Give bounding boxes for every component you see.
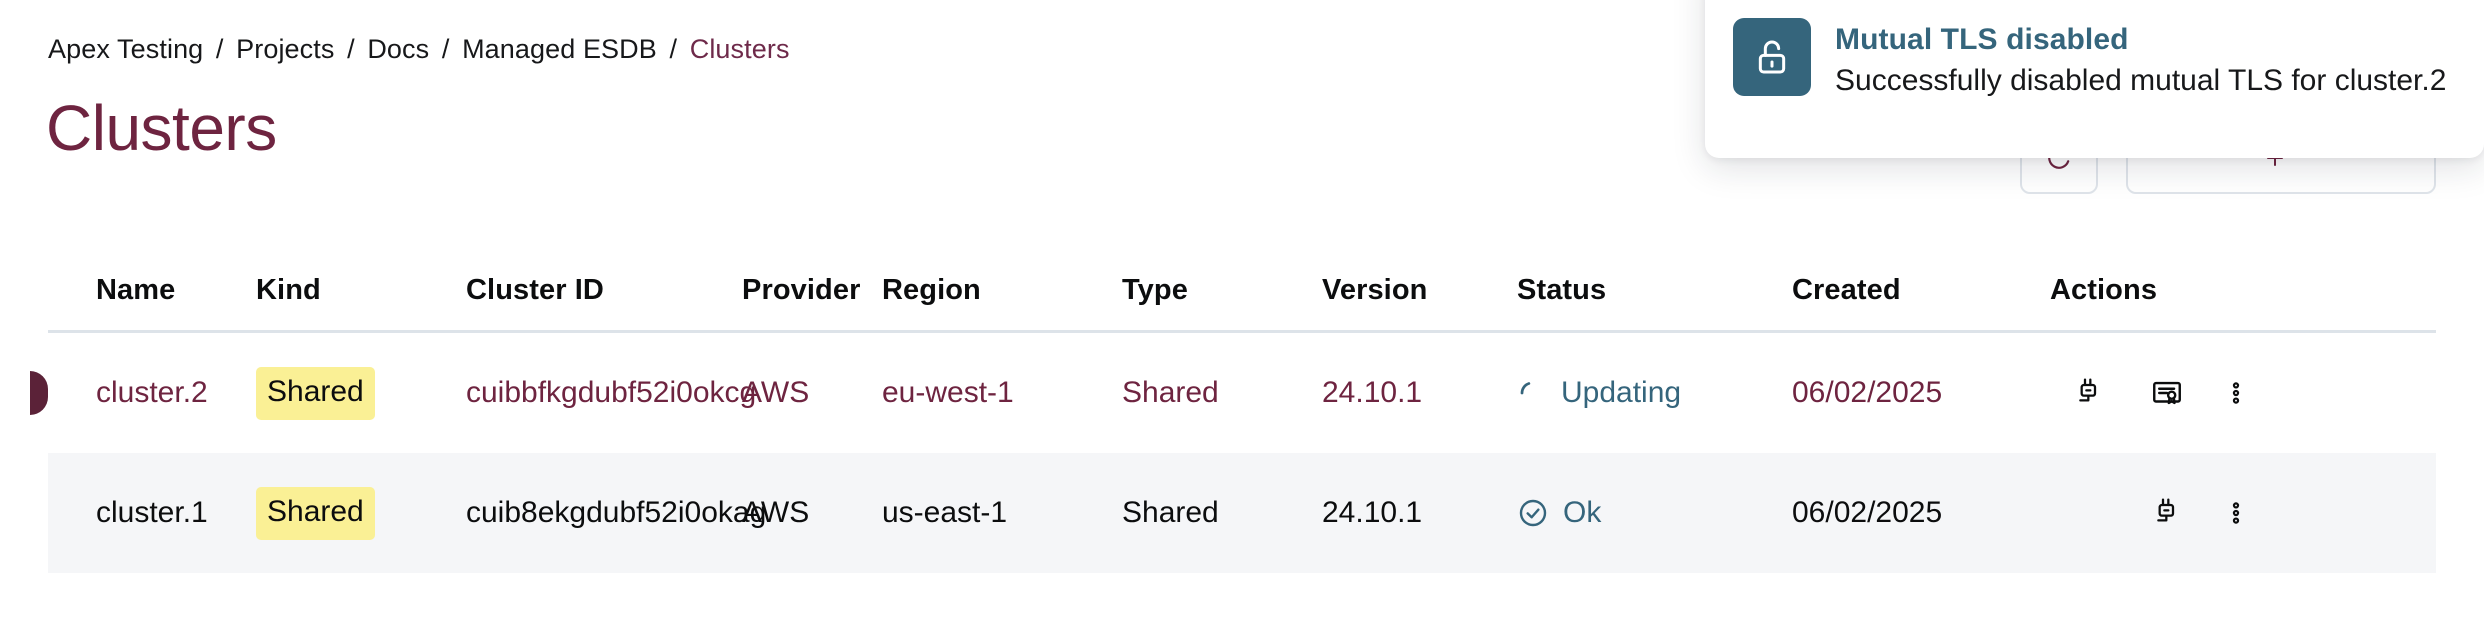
cell-kind: Shared <box>256 486 466 540</box>
breadcrumb-item-clusters[interactable]: Clusters <box>689 34 790 64</box>
connect-plug-button[interactable] <box>2050 363 2128 423</box>
breadcrumb-separator: / <box>669 34 678 64</box>
cell-type: Shared <box>1122 496 1219 529</box>
connect-plug-button[interactable] <box>2128 483 2206 543</box>
cell-created: 06/02/2025 <box>1792 376 1943 409</box>
kebab-menu-icon <box>2232 382 2240 404</box>
table-row[interactable]: cluster.2 Shared cuibbfkgdubf52i0okcg AW… <box>30 333 2436 453</box>
column-header-actions: Actions <box>2050 273 2158 306</box>
cell-status: Ok <box>1517 496 1792 530</box>
column-header-status[interactable]: Status <box>1517 273 1607 306</box>
breadcrumb-item-managed-esdb[interactable]: Managed ESDB <box>462 34 657 64</box>
actions-spacer <box>2050 483 2128 543</box>
breadcrumb-item-projects[interactable]: Projects <box>236 34 335 64</box>
cell-type: Shared <box>1122 376 1219 409</box>
cell-version: 24.10.1 <box>1322 376 1423 409</box>
toast-title: Mutual TLS disabled <box>1835 23 2129 56</box>
kebab-menu-icon <box>2232 502 2240 524</box>
column-header-name[interactable]: Name <box>96 273 176 306</box>
toast-text: Mutual TLS disabled Successfully disable… <box>1835 18 2446 102</box>
cell-status: Updating <box>1517 376 1792 410</box>
breadcrumb-separator: / <box>441 34 450 64</box>
plug-icon <box>2157 498 2175 522</box>
row-selected-marker <box>30 371 48 415</box>
column-header-region[interactable]: Region <box>882 273 981 306</box>
table-header-row: Name Kind Cluster ID Provider Region Typ… <box>48 250 2436 333</box>
clusters-table: Name Kind Cluster ID Provider Region Typ… <box>30 250 2436 573</box>
check-circle-icon <box>1517 497 1549 529</box>
kind-badge: Shared <box>256 366 375 420</box>
certificate-icon <box>2153 381 2181 405</box>
column-header-provider[interactable]: Provider <box>742 273 861 306</box>
cell-version: 24.10.1 <box>1322 496 1423 529</box>
cell-provider: AWS <box>742 376 810 409</box>
cell-actions <box>2050 483 2300 543</box>
cell-created: 06/02/2025 <box>1792 496 1943 529</box>
page-title: Clusters <box>46 92 277 164</box>
breadcrumb-separator: / <box>215 34 224 64</box>
breadcrumb-separator: / <box>347 34 355 64</box>
status-label: Ok <box>1563 496 1602 529</box>
cell-kind: Shared <box>256 366 466 420</box>
breadcrumb: Apex Testing / Projects / Docs / Managed… <box>48 32 790 66</box>
cell-name[interactable]: cluster.1 <box>96 496 208 529</box>
certificate-button[interactable] <box>2128 363 2206 423</box>
cell-actions <box>2050 363 2300 423</box>
cell-cluster-id[interactable]: cuibbfkgdubf52i0okcg <box>466 376 757 409</box>
column-header-created[interactable]: Created <box>1792 273 1901 306</box>
column-header-version[interactable]: Version <box>1322 273 1428 306</box>
breadcrumb-item-docs[interactable]: Docs <box>367 34 430 64</box>
cell-region: us-east-1 <box>882 496 1008 529</box>
column-header-kind[interactable]: Kind <box>256 273 321 306</box>
row-menu-button[interactable] <box>2206 363 2266 423</box>
breadcrumb-item-apex-testing[interactable]: Apex Testing <box>48 34 204 64</box>
column-header-cluster-id[interactable]: Cluster ID <box>466 273 604 306</box>
toast-message: Successfully disabled mutual TLS for clu… <box>1835 64 2447 97</box>
status-label: Updating <box>1561 376 1682 409</box>
cell-region: eu-west-1 <box>882 376 1014 409</box>
spinner-icon <box>1517 378 1547 408</box>
cell-name[interactable]: cluster.2 <box>96 376 208 409</box>
column-header-type[interactable]: Type <box>1122 273 1188 306</box>
toast-notification[interactable]: Mutual TLS disabled Successfully disable… <box>1705 0 2484 158</box>
cell-provider: AWS <box>742 496 810 529</box>
table-row[interactable]: cluster.1 Shared cuib8ekgdubf52i0okag AW… <box>48 453 2436 573</box>
row-menu-button[interactable] <box>2206 483 2266 543</box>
cell-cluster-id[interactable]: cuib8ekgdubf52i0okag <box>466 496 767 529</box>
plug-icon <box>2079 378 2097 402</box>
kind-badge: Shared <box>256 486 375 540</box>
unlock-icon <box>1733 18 1811 96</box>
